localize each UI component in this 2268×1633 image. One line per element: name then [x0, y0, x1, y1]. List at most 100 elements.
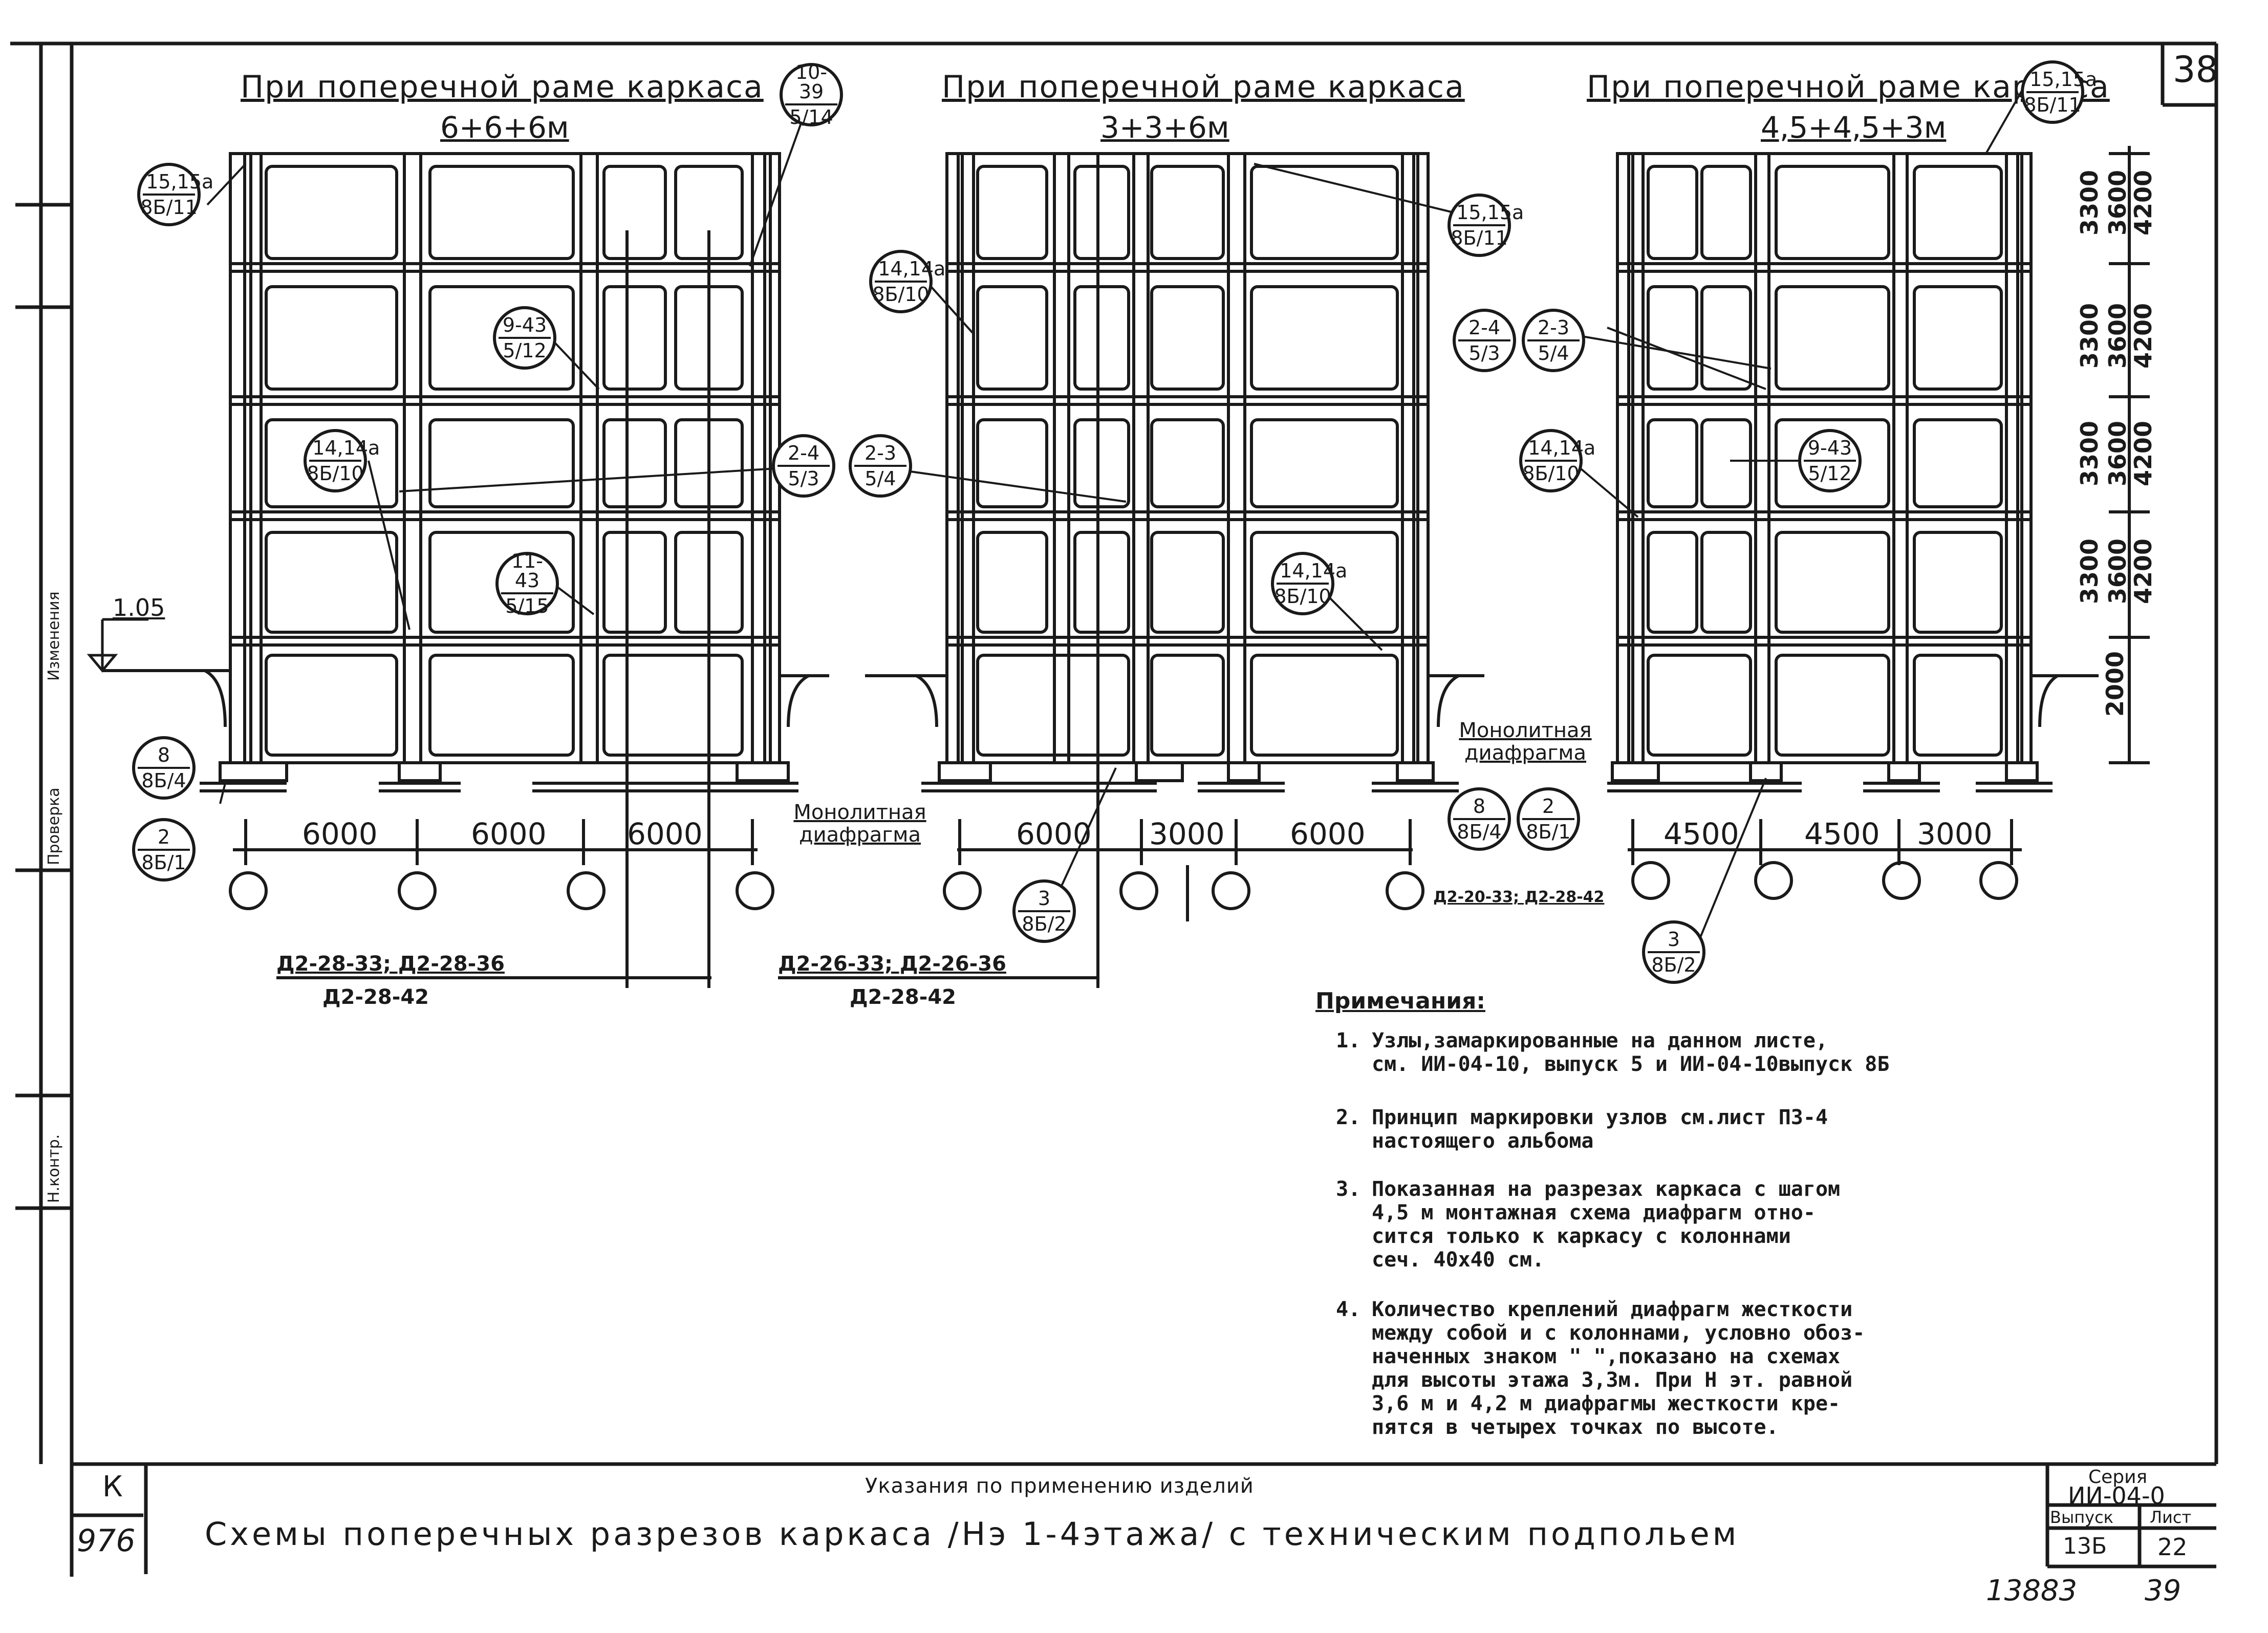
monolith-label-2-line1: Монолитная: [1459, 719, 1592, 742]
frame-2-span-3: 6000: [1290, 816, 1366, 851]
frame-1-scheme: 6+6+6м: [440, 110, 569, 145]
note-4-text: Количество креплений диафрагм жесткости …: [1372, 1298, 1865, 1439]
storey-height-1-3: 4200: [2129, 169, 2157, 235]
monolith-label-1-line1: Монолитная: [793, 801, 926, 824]
storey-height-3-1: 3300: [2076, 420, 2103, 486]
sheet-label: Лист: [2150, 1508, 2192, 1527]
node-tag-number: 3: [1018, 889, 1070, 912]
node-tag-sheet: 5/4: [865, 467, 896, 490]
node-tag-sheet: 5/15: [505, 595, 549, 617]
side-label-changes: Изменения: [45, 591, 63, 681]
node-tag-number: 3: [1648, 930, 1700, 953]
sheet-number: 38: [2173, 49, 2219, 91]
notes-title: Примечания:: [1315, 988, 1485, 1014]
issue-value: 13Б: [2063, 1533, 2107, 1559]
ground-elevation-mark: 1.05: [113, 594, 165, 621]
note-2-number: 2.: [1336, 1106, 1361, 1129]
monolith-label-2-line2: диафрагма: [1464, 741, 1586, 765]
node-tag-number: 8: [1453, 797, 1505, 820]
storey-height-4-3: 4200: [2129, 538, 2157, 604]
monolith-label-1-line2: диафрагма: [799, 823, 921, 847]
note-2: 2. Принцип маркировки узлов см.лист ПЗ-4…: [1336, 1106, 2001, 1153]
node-tag-number: 9-43: [499, 315, 551, 339]
page-number: 39: [2145, 1574, 2181, 1607]
note-4: 4. Количество креплений диафрагм жесткос…: [1336, 1298, 2001, 1439]
note-4-number: 4.: [1336, 1298, 1361, 1321]
node-tag-sheet: 5/12: [1808, 462, 1852, 485]
title-block-code: К: [102, 1470, 123, 1503]
node-tag-number: 2-4: [777, 443, 830, 467]
node-tag-sheet: 8Б/10: [1274, 585, 1331, 608]
title-block-subtitle: Указания по применению изделий: [865, 1474, 1254, 1498]
node-tag-sheet: 8Б/10: [872, 283, 930, 306]
note-3: 3. Показанная на разрезах каркаса с шаго…: [1336, 1177, 2001, 1272]
frame-3-span-1: 4500: [1664, 816, 1739, 851]
node-tag-sheet: 8Б/4: [141, 769, 186, 792]
node-tag-number: 2-4: [1458, 318, 1510, 341]
frame-1-span-2: 6000: [471, 816, 547, 851]
node-tag-number: 14,14а: [875, 259, 945, 283]
node-tag-number: 2: [138, 827, 190, 851]
node-tag-sheet: 8Б/4: [1457, 821, 1502, 843]
note-1-text: Узлы,замаркированные на данном листе, см…: [1372, 1029, 1890, 1076]
node-tag-number: 2: [1522, 797, 1574, 820]
note-1: 1. Узлы,замаркированные на данном листе,…: [1336, 1029, 2001, 1076]
frame-2-diaphragm-marks: Д2-26-33; Д2-26-36: [778, 952, 1006, 976]
frame-3-span-2: 4500: [1804, 816, 1880, 851]
title-block-title: Схемы поперечных разрезов каркаса /Нэ 1-…: [205, 1515, 1740, 1553]
node-tag-sheet: 5/3: [1468, 342, 1500, 364]
node-tag-number: 11-43: [501, 551, 553, 594]
series-label: Серия: [2088, 1467, 2148, 1488]
node-tag-sheet: 8Б/11: [2024, 94, 2081, 116]
frame-3-diaphragm-marks: Д2-20-33; Д2-28-42: [1433, 888, 1605, 906]
series-value: ИИ-04-0: [2068, 1482, 2165, 1510]
monolith-diaphragm-label-1: Монолитная диафрагма: [783, 801, 937, 846]
node-tag-sheet: 8Б/11: [140, 196, 198, 219]
frame-2-diaphragm-marks-2: Д2-28-42: [850, 985, 956, 1009]
node-tag-sheet: 8Б/1: [141, 851, 186, 874]
storey-height-1-2: 3600: [2104, 169, 2131, 235]
node-tag-number: 14,14а: [309, 438, 380, 462]
frame-3-span-3: 3000: [1917, 816, 1993, 851]
sheet-value: 22: [2157, 1533, 2188, 1561]
note-3-number: 3.: [1336, 1177, 1361, 1201]
frame-1-span-1: 6000: [302, 816, 378, 851]
node-tag-sheet: 8Б/1: [1526, 821, 1571, 843]
frame-2-span-2: 3000: [1149, 816, 1225, 851]
title-block-index: 976: [77, 1523, 136, 1559]
node-tag-sheet: 5/12: [503, 339, 547, 362]
frame-1-span-3: 6000: [627, 816, 703, 851]
monolith-diaphragm-label-2: Монолитная диафрагма: [1449, 719, 1602, 764]
node-tag-sheet: 5/3: [788, 467, 819, 490]
node-tag-number: 14,14а: [1525, 438, 1595, 462]
node-tag-number: 10-39: [785, 62, 837, 105]
frame-3-scheme: 4,5+4,5+3м: [1761, 110, 1947, 145]
node-tag-number: 15,15а: [1453, 203, 1524, 226]
storey-height-4-1: 3300: [2076, 538, 2103, 604]
note-2-text: Принцип маркировки узлов см.лист ПЗ-4 на…: [1372, 1106, 1828, 1153]
node-tag-sheet: 5/4: [1538, 342, 1569, 364]
node-tag-number: 15,15а: [2026, 70, 2097, 93]
node-tag-number: 15,15а: [143, 172, 213, 196]
frame-1-diaphragm-marks-2: Д2-28-42: [322, 985, 429, 1009]
node-tag-sheet: 8Б/10: [1522, 462, 1580, 485]
frame-2-header: При поперечной раме каркаса: [942, 69, 1465, 105]
node-tag-number: 8: [138, 745, 190, 769]
node-tag-sheet: 8Б/11: [1451, 227, 1508, 249]
